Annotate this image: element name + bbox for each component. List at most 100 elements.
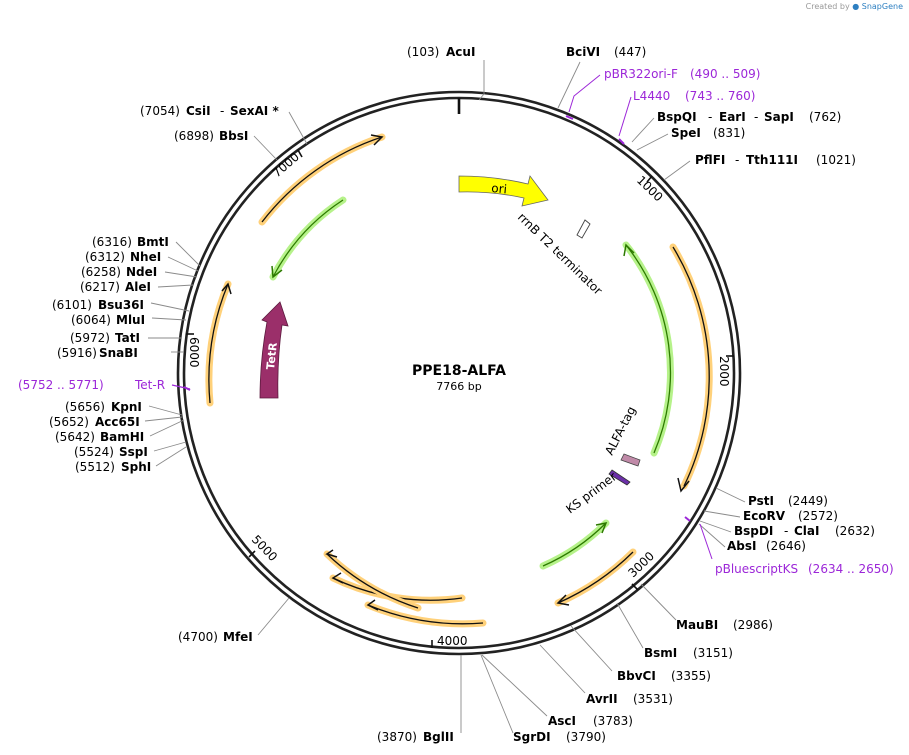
leader-sphi (155, 446, 187, 467)
primer-l4440-range: (743 .. 760) (685, 89, 755, 103)
site-bsmi-position: (3151) (693, 646, 733, 660)
site-bamhi-enzyme: BamHI (100, 430, 144, 444)
site-asci-enzyme: AscI (548, 714, 576, 728)
site-absi[interactable]: AbsI (2646) (727, 539, 806, 553)
orf-arc-top-left-core (261, 136, 383, 223)
site-mfei-enzyme: MfeI (223, 630, 253, 644)
site-mlui[interactable]: (6064) MluI (71, 313, 145, 327)
site-maubi-position: (2986) (733, 618, 773, 632)
site-bmti[interactable]: (6316) BmtI (92, 235, 169, 249)
site-sphi[interactable]: (5512) SphI (75, 460, 151, 474)
site-avrii-enzyme: AvrII (586, 692, 618, 706)
primer-pbr322ori-f[interactable]: pBR322ori-F (490 .. 509) (604, 67, 760, 81)
site-bbvci-position: (3355) (671, 669, 711, 683)
primer-l4440-name: L4440 (633, 89, 670, 103)
leader-bamhi (149, 419, 185, 437)
primer-pbluescriptks[interactable]: pBluescriptKS (2634 .. 2650) (715, 562, 894, 576)
green-arrow-bottom (595, 521, 608, 534)
site-bamhi-position: (5642) (55, 430, 95, 444)
site-ecorv[interactable]: EcoRV (2572) (743, 509, 838, 523)
leader-bsmi (616, 602, 644, 649)
site-asci[interactable]: AscI (3783) (548, 714, 633, 728)
site-avrii[interactable]: AvrII (3531) (586, 692, 673, 706)
site-bcivi[interactable]: BciVI (447) (566, 45, 646, 59)
site-sspi[interactable]: (5524) SspI (74, 445, 148, 459)
ori-feature: ori (458, 175, 549, 207)
site-bbvci[interactable]: BbvCI (3355) (617, 669, 711, 683)
primer-pbluescriptks-range: (2634 .. 2650) (808, 562, 894, 576)
site-ndei[interactable]: (6258) NdeI (81, 265, 157, 279)
site-pflfi-tth111i[interactable]: PflFI - Tth111I (1021) (695, 153, 856, 167)
site-kpni[interactable]: (5656) KpnI (65, 400, 142, 414)
site-bbsi[interactable]: (6898) BbsI (174, 129, 248, 143)
site-bglii[interactable]: (3870) BglII (377, 730, 454, 744)
snapgene-logo-icon: ● (852, 2, 860, 11)
site-sapi-position: (762) (809, 110, 841, 124)
site-sapi-enzyme: SapI (764, 110, 794, 124)
tick-marks (186, 149, 734, 648)
site-bspqi-sep2: - (754, 110, 758, 124)
site-maubi[interactable]: MauBI (2986) (676, 618, 773, 632)
orf-arc-left-core (208, 283, 229, 404)
watermark-created-by: Created by (805, 2, 850, 11)
primer-tet-r[interactable]: (5752 .. 5771) Tet-R (18, 378, 165, 392)
orf-arc-bottom-1-core (367, 604, 484, 625)
green-arrow-top (271, 265, 283, 279)
site-sgrdi[interactable]: SgrDI (3790) (513, 730, 606, 744)
leader-pbr322ori-f (568, 74, 601, 113)
primer-l4440[interactable]: L4440 (743 .. 760) (633, 89, 755, 103)
site-mlui-enzyme: MluI (116, 313, 145, 327)
site-acui[interactable]: (103) AcuI (407, 45, 475, 59)
site-csii-enzyme: CsiI (186, 104, 211, 118)
site-bspdi-clai[interactable]: BspDI - ClaI (2632) (734, 524, 875, 538)
site-bsu36i[interactable]: (6101) Bsu36I (52, 298, 144, 312)
leader-sspi (153, 441, 187, 452)
leader-alei (157, 284, 194, 288)
site-nhei[interactable]: (6312) NheI (85, 250, 161, 264)
tetr-feature: TetR (259, 301, 289, 399)
site-spei[interactable]: SpeI (831) (671, 126, 745, 140)
site-tati[interactable]: (5972) TatI (70, 331, 140, 345)
leader-psti (715, 487, 746, 503)
site-sgrdi-enzyme: SgrDI (513, 730, 551, 744)
primer-mark-pbluescriptks (684, 516, 691, 522)
site-kpni-enzyme: KpnI (111, 400, 142, 414)
primer-marks (183, 115, 691, 522)
site-absi-enzyme: AbsI (727, 539, 756, 553)
alfa-tag-icon (620, 453, 641, 467)
leader-mlui (151, 317, 187, 321)
leader-acui (478, 60, 485, 101)
site-csii-sexai[interactable]: (7054) CsiI - SexAI * (140, 104, 279, 118)
tick-mark-5000 (248, 550, 256, 558)
site-bamhi[interactable]: (5642) BamHI (55, 430, 144, 444)
site-bspqi-eari-sapi[interactable]: BspQI - EarI - SapI (762) (657, 110, 841, 124)
leader-maubi (640, 583, 677, 621)
site-pflfi-sep: - (735, 153, 739, 167)
site-eari-enzyme: EarI (719, 110, 746, 124)
site-alei[interactable]: (6217) AleI (80, 280, 151, 294)
site-acc65i[interactable]: (5652) Acc65I (49, 415, 140, 429)
site-nhei-position: (6312) (85, 250, 125, 264)
site-bsmi-enzyme: BsmI (644, 646, 677, 660)
site-psti[interactable]: PstI (2449) (748, 494, 828, 508)
leader-ecorv (703, 510, 741, 518)
site-alei-position: (6217) (80, 280, 120, 294)
site-snabi[interactable]: (5916) SnaBI (57, 346, 138, 360)
site-bsu36i-enzyme: Bsu36I (98, 298, 144, 312)
site-kpni-position: (5656) (65, 400, 105, 414)
rrnb-t2-terminator: rrnB T2 terminator (515, 210, 605, 298)
primer-tet-r-range: (5752 .. 5771) (18, 378, 104, 392)
leader-asci (481, 654, 548, 717)
site-bglii-position: (3870) (377, 730, 417, 744)
green-arc-bottom-core (542, 522, 607, 567)
site-csii-sep: - (220, 104, 224, 118)
site-ndei-enzyme: NdeI (126, 265, 157, 279)
site-clai-enzyme: ClaI (794, 524, 819, 538)
site-pflfi-enzyme: PflFI (695, 153, 725, 167)
site-bsmi[interactable]: BsmI (3151) (644, 646, 733, 660)
tetr-label: TetR (264, 341, 280, 370)
site-mfei[interactable]: (4700) MfeI (178, 630, 253, 644)
leader-bsu36i (150, 302, 190, 312)
green-feature-arcs (269, 196, 674, 570)
leader-kpni (148, 405, 183, 416)
